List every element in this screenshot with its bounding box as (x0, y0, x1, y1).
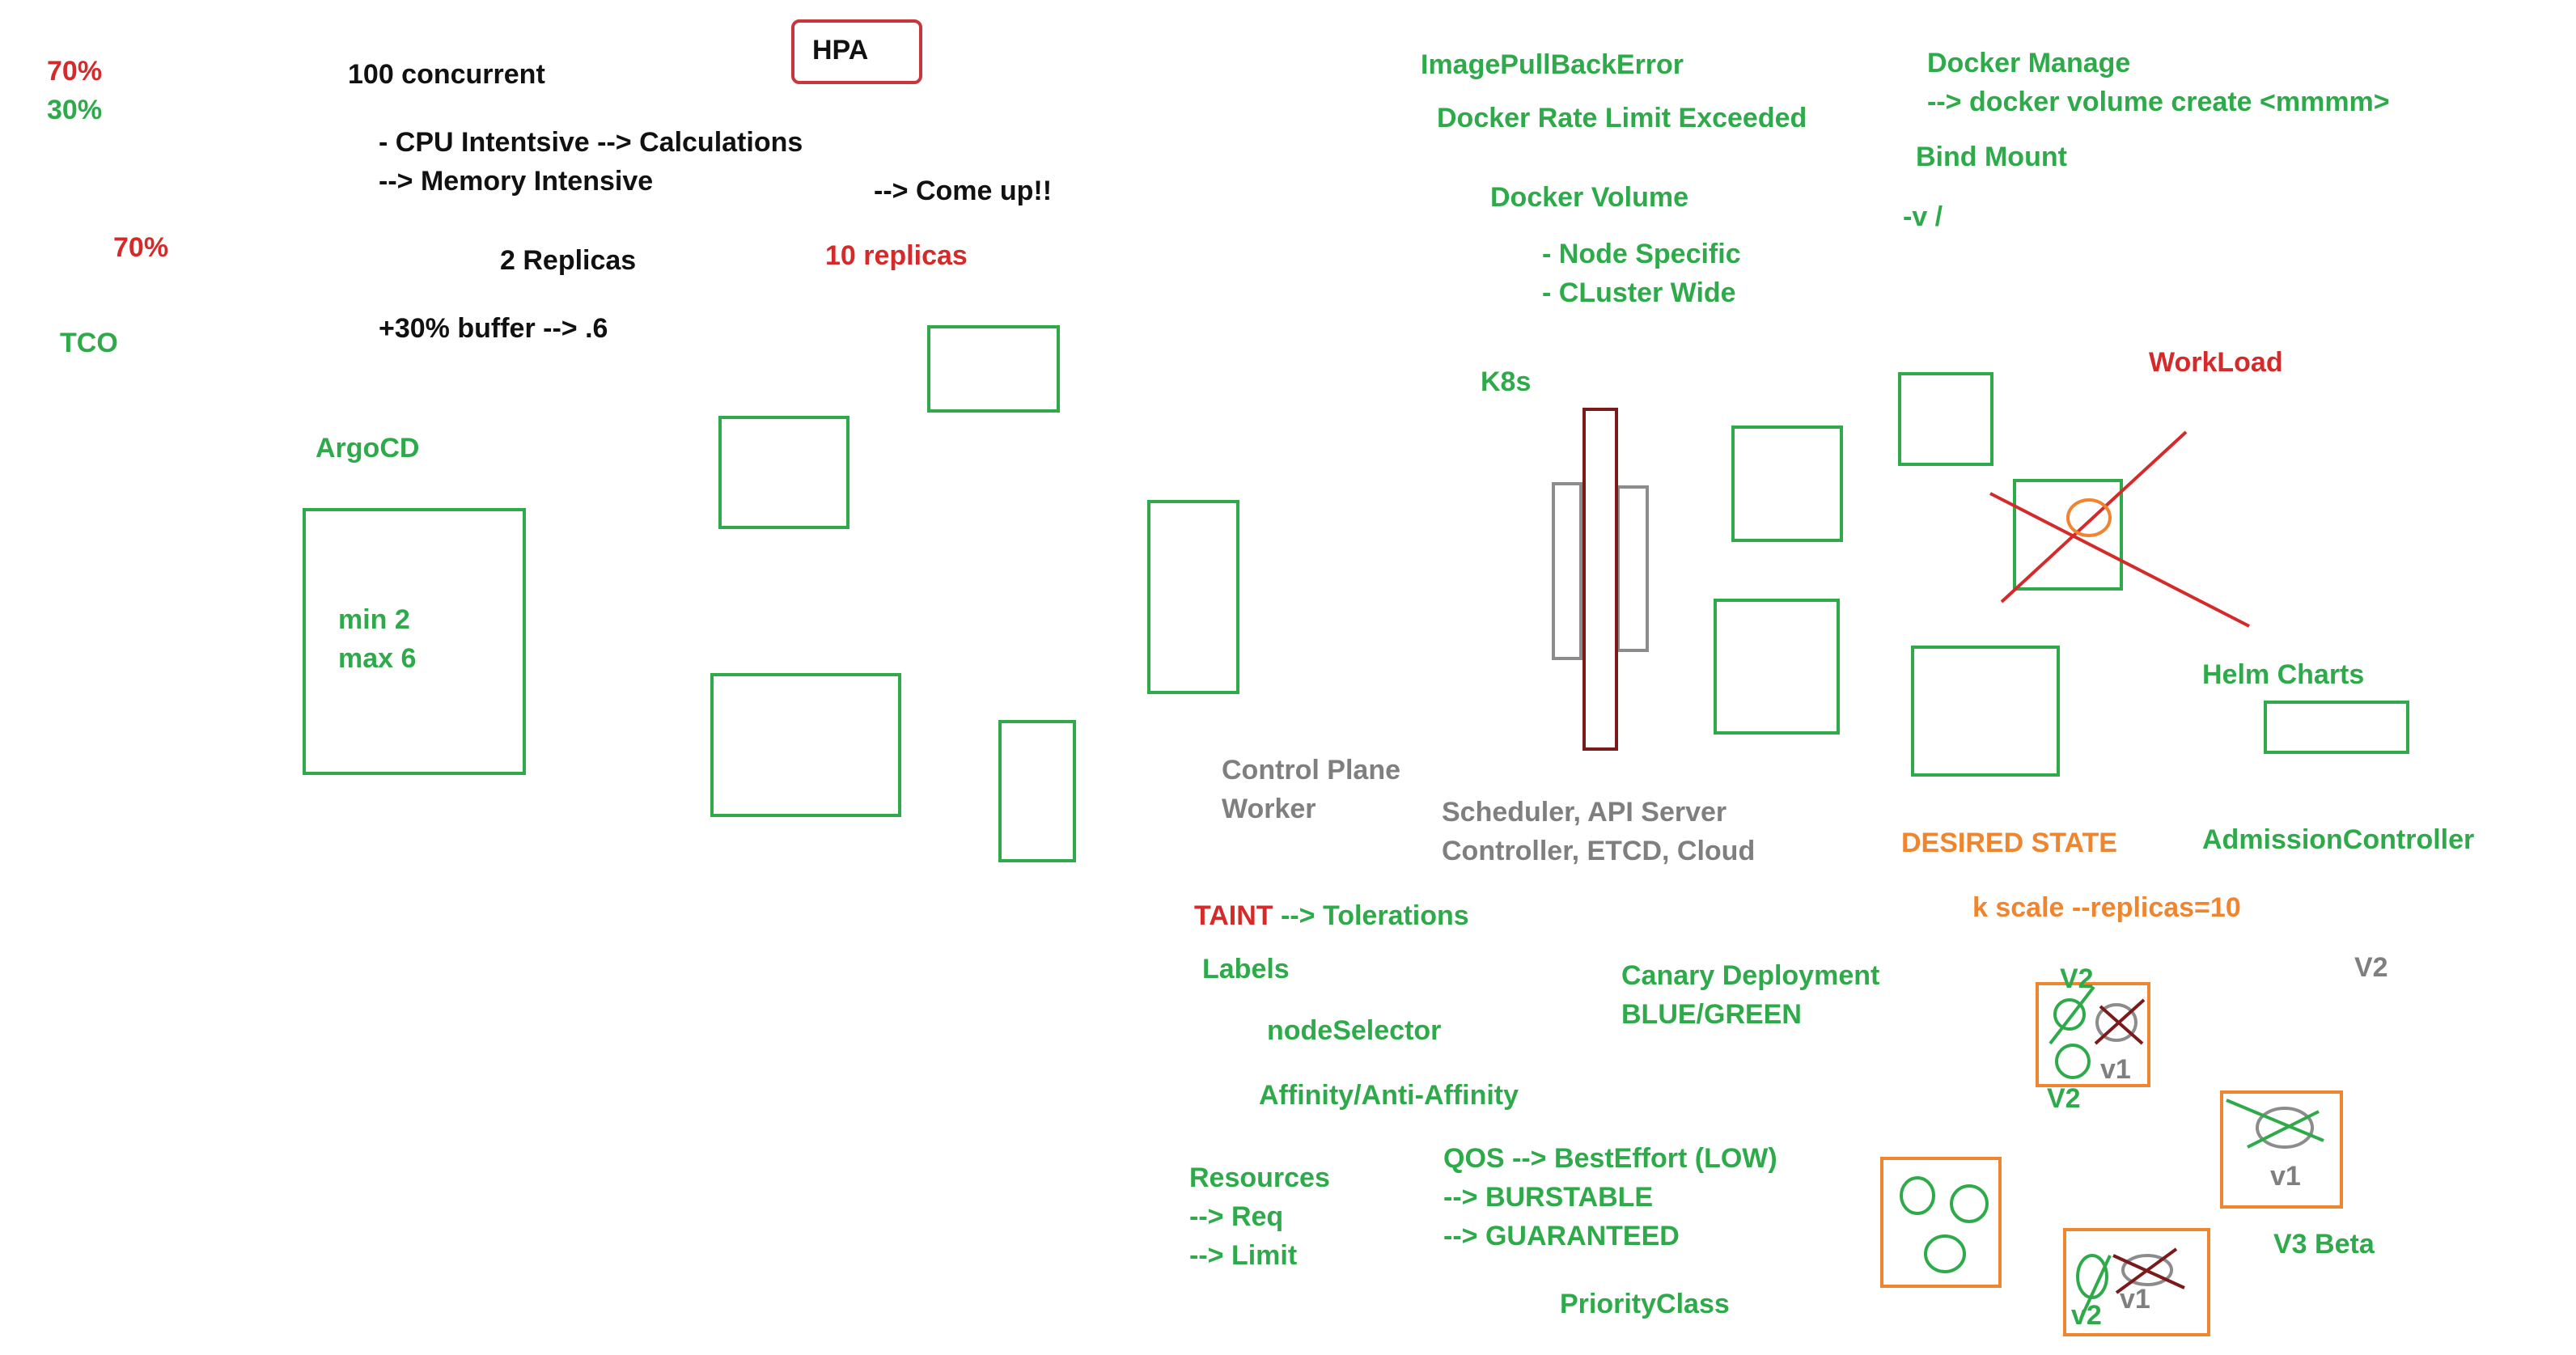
cpu-intensive-note: - CPU Intentsive --> Calculations (379, 127, 803, 158)
guaranteed-note: --> GUARANTEED (1443, 1221, 1680, 1251)
worker-node-box (1911, 646, 2060, 777)
worker-node-box (1898, 372, 1993, 466)
control-plane-node (1552, 482, 1582, 660)
v3-beta-label: V3 Beta (2273, 1229, 2375, 1260)
k-scale-command: k scale --replicas=10 (1972, 892, 2241, 923)
v2-label: V2 (2354, 952, 2388, 983)
min-replicas-label: min 2 (338, 604, 410, 635)
canary-box (2220, 1090, 2343, 1209)
taint-tolerations-note: TAINT --> Tolerations (1194, 896, 1469, 935)
v2-label: V2 (2047, 1083, 2081, 1114)
helm-chart-box (2264, 701, 2409, 754)
ten-replicas-note: 10 replicas (825, 240, 968, 271)
blue-green-box (1880, 1157, 2002, 1288)
worker-node-box (1714, 599, 1840, 735)
control-plane-label: Control Plane (1222, 755, 1401, 785)
burstable-note: --> BURSTABLE (1443, 1182, 1654, 1213)
memory-intensive-note: --> Memory Intensive (379, 166, 654, 197)
v1-label: v1 (2120, 1284, 2150, 1315)
v1-label: v1 (2100, 1054, 2131, 1085)
percent-70-label: 70% (47, 56, 103, 87)
pod-box (927, 325, 1060, 413)
node-selector-note: nodeSelector (1267, 1015, 1442, 1046)
worker-label: Worker (1222, 794, 1316, 824)
buffer-note: +30% buffer --> .6 (379, 313, 608, 344)
image-pull-error-note: ImagePullBackError (1421, 49, 1684, 80)
bind-mount-note: Bind Mount (1916, 142, 2067, 172)
limit-note: --> Limit (1189, 1240, 1298, 1271)
max-replicas-label: max 6 (338, 643, 417, 674)
controller-label: Controller, ETCD, Cloud (1442, 836, 1756, 866)
argocd-label: ArgoCD (316, 433, 420, 464)
two-replicas-note: 2 Replicas (500, 245, 637, 276)
hpa-box (791, 19, 922, 84)
come-up-note: --> Come up!! (874, 176, 1053, 206)
percent-70-mid-label: 70% (113, 232, 169, 263)
v-flag-note: -v / (1903, 201, 1943, 232)
hpa-label: HPA (812, 35, 869, 66)
k8s-label: K8s (1481, 366, 1532, 397)
workload-label: WorkLoad (2149, 347, 2283, 378)
workload-node-box (2013, 479, 2123, 591)
cluster-wide-note: - CLuster Wide (1542, 277, 1736, 308)
priority-class-note: PriorityClass (1560, 1289, 1730, 1319)
rollout-box (2063, 1228, 2210, 1336)
scheduler-label: Scheduler, API Server (1442, 797, 1727, 828)
pod-box (710, 673, 901, 817)
docker-volume-note: Docker Volume (1490, 182, 1689, 213)
pod-box (998, 720, 1076, 862)
rolling-update-box (2036, 982, 2150, 1087)
rate-limit-note: Docker Rate Limit Exceeded (1437, 103, 1807, 133)
control-plane-bar (1582, 408, 1618, 751)
worker-node-box (1731, 426, 1843, 542)
canary-deployment-note: Canary Deployment (1621, 960, 1880, 991)
helm-charts-label: Helm Charts (2202, 659, 2365, 690)
v2-label: v2 (2071, 1300, 2102, 1331)
tco-label: TCO (60, 328, 118, 358)
hpa-scaling-box (303, 508, 526, 775)
tolerations-word: --> Tolerations (1273, 900, 1469, 931)
percent-30-label: 30% (47, 95, 103, 125)
pod-box (1147, 500, 1239, 694)
v1-label: v1 (2270, 1161, 2301, 1192)
qos-note: QOS --> BestEffort (LOW) (1443, 1143, 1777, 1174)
node-specific-note: - Node Specific (1542, 239, 1741, 269)
pod-box (718, 416, 849, 529)
docker-manage-note: Docker Manage (1927, 48, 2131, 78)
admission-controller-label: AdmissionController (2202, 824, 2475, 855)
blue-green-note: BLUE/GREEN (1621, 999, 1802, 1030)
desired-state-label: DESIRED STATE (1901, 828, 2117, 858)
v2-label: V2 (2060, 963, 2094, 994)
affinity-note: Affinity/Anti-Affinity (1259, 1080, 1519, 1111)
requests-note: --> Req (1189, 1201, 1284, 1232)
taint-word: TAINT (1194, 900, 1273, 931)
volume-create-note: --> docker volume create <mmmm> (1927, 87, 2390, 117)
resources-note: Resources (1189, 1162, 1330, 1193)
concurrent-note: 100 concurrent (348, 59, 545, 90)
control-plane-node (1616, 485, 1649, 652)
labels-note: Labels (1202, 954, 1290, 984)
